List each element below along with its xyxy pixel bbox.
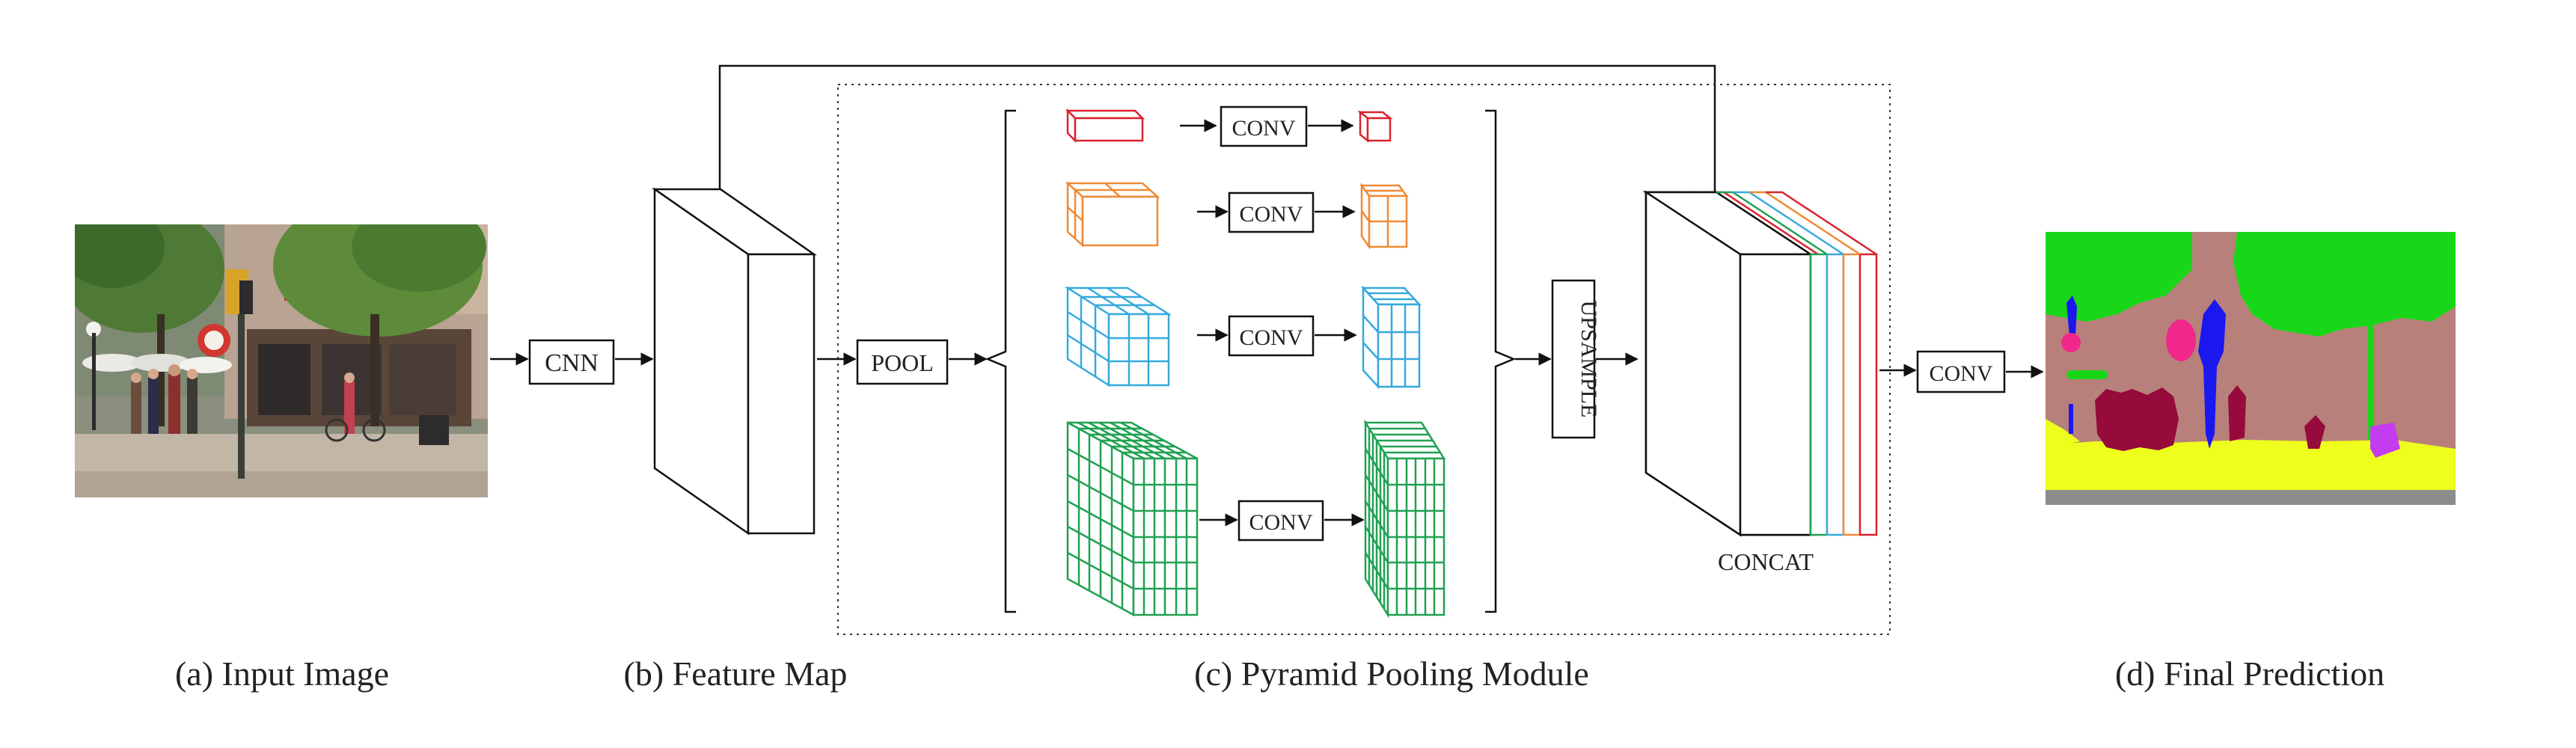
upsample-box — [1551, 279, 1596, 439]
level3-reduced — [1361, 285, 1422, 390]
level2-conv-box — [1228, 191, 1315, 233]
concat-front-green — [1809, 253, 1829, 536]
pyramid-level-1 — [1065, 108, 1145, 144]
level1-reduced — [1357, 110, 1393, 143]
cnn-label: CNN — [545, 349, 599, 377]
concat-front-orange — [1842, 253, 1861, 536]
level3-conv-label: CONV — [1239, 325, 1303, 350]
caption-feature-map: (b) Feature Map — [624, 654, 848, 693]
upsample-block: UPSAMPLE — [1551, 279, 1601, 439]
level2-conv-label: CONV — [1239, 202, 1303, 227]
level1-conv-box — [1220, 105, 1308, 147]
concat-label: CONCAT — [1718, 548, 1814, 575]
level1-conv-label: CONV — [1232, 116, 1295, 141]
level4-conv-block: CONV — [1237, 500, 1324, 542]
level3-conv-box — [1228, 315, 1315, 357]
pyramid-level-2 — [1065, 181, 1160, 248]
feature-map-front — [747, 253, 816, 535]
skip-connection-arrow — [718, 64, 1722, 217]
left-brace — [985, 109, 1016, 613]
concat-front-blue — [1826, 253, 1845, 536]
pool-label: POOL — [871, 349, 934, 376]
final-prediction-map — [2046, 232, 2456, 505]
feature-map-block — [652, 187, 817, 536]
level1-conv-block: CONV — [1220, 105, 1308, 147]
level3-conv-block: CONV — [1228, 315, 1315, 357]
level1-pooled-top — [1065, 109, 1145, 120]
cnn-block: CNN — [528, 339, 615, 385]
caption-input-image: (a) Input Image — [175, 654, 389, 693]
level4-reduced — [1363, 419, 1446, 619]
pyramid-level-4 — [1066, 420, 1199, 617]
pool-block: POOL — [856, 339, 949, 385]
level4-conv-box — [1237, 500, 1324, 542]
ppm-module-boundary — [837, 84, 1891, 635]
final-conv-label: CONV — [1929, 361, 1992, 386]
concat-front-block — [1642, 190, 1814, 537]
level1-pooled-front — [1074, 117, 1144, 142]
final-conv-box — [1916, 350, 2006, 393]
cnn-box — [528, 339, 615, 385]
pool-box — [856, 339, 949, 385]
level1-reduced-front — [1366, 117, 1392, 142]
input-image — [75, 224, 488, 497]
pyramid-level-3 — [1064, 286, 1172, 387]
level2-reduced — [1359, 183, 1409, 250]
level2-conv-block: CONV — [1228, 191, 1315, 233]
caption-final-prediction: (d) Final Prediction — [2115, 654, 2384, 693]
caption-ppm: (c) Pyramid Pooling Module — [1194, 654, 1589, 693]
level1-reduced-side — [1359, 110, 1369, 143]
final-conv-block: CONV — [1916, 350, 2006, 393]
right-brace — [1485, 109, 1517, 613]
level4-conv-label: CONV — [1249, 510, 1312, 535]
concat-front-red — [1858, 253, 1878, 536]
